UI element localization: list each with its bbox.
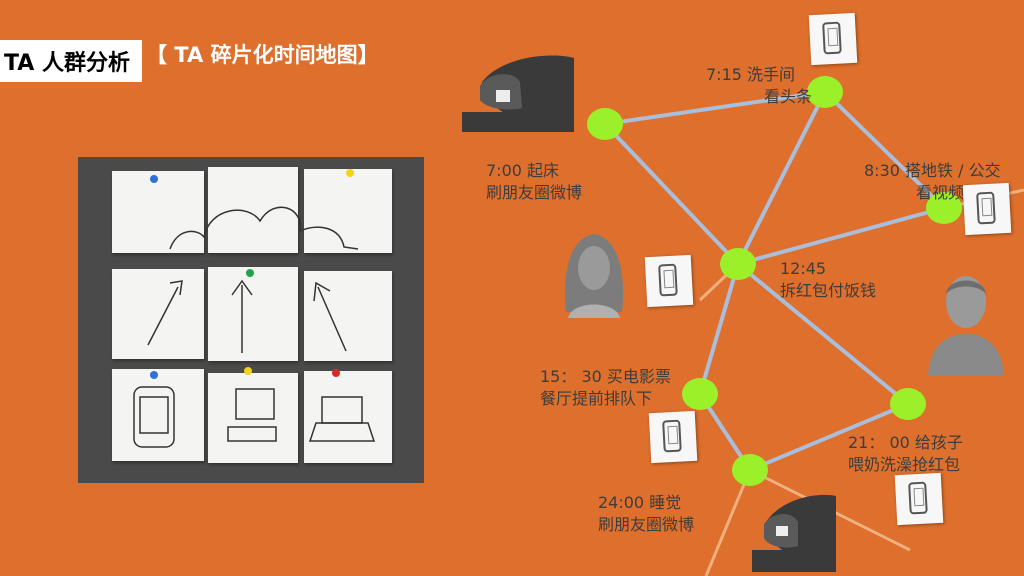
note-arrow-left (112, 269, 204, 359)
timeline-label-1245: 12:45 拆红包付饭钱 (780, 259, 877, 300)
note-cloud-left (112, 171, 204, 253)
man-avatar-icon (928, 276, 1004, 376)
phone-card (894, 472, 944, 526)
edge (749, 402, 909, 472)
pin-icon (346, 169, 354, 177)
desktop-sketch (235, 388, 275, 420)
note-cloud-middle (208, 167, 298, 253)
timeline-label-1530: 15： 30 买电影票 餐厅提前排队下 (540, 367, 671, 408)
note-arrow-right (304, 271, 392, 361)
edge (698, 263, 740, 395)
node-2400 (732, 454, 768, 486)
edge (604, 90, 826, 126)
node-0700 (587, 108, 623, 140)
phone-sketch (133, 386, 175, 448)
phone-icon (662, 419, 682, 453)
pin-icon (246, 269, 254, 277)
sleeping-person-icon (462, 55, 574, 132)
phone-icon (822, 21, 842, 55)
arrow-sketch-middle (231, 279, 253, 353)
phone-icon (908, 481, 928, 515)
timeline-label-0830: 8:30 搭地铁 / 公交 看视频 (864, 161, 1001, 202)
edge (736, 262, 910, 406)
pin-icon (150, 371, 158, 379)
note-phone (112, 369, 204, 461)
sleeping-person-icon (752, 494, 836, 572)
edge (737, 206, 945, 266)
note-laptop (304, 371, 392, 463)
note-cloud-right (304, 169, 392, 253)
node-1245 (720, 248, 756, 280)
node-0715 (807, 76, 843, 108)
pin-icon (244, 367, 252, 375)
pin-icon (332, 369, 340, 377)
sticky-notes-photo (78, 157, 424, 483)
timeline-label-2100: 21： 00 给孩子 喂奶洗澡抢红包 (848, 433, 963, 474)
phone-card (808, 12, 858, 66)
phone-card (644, 254, 694, 308)
timeline-label-2400: 24:00 睡觉 刷朋友圈微博 (598, 493, 695, 534)
arrow-sketch-left (147, 280, 183, 346)
woman-avatar-icon (564, 234, 624, 318)
arrow-sketch-right (313, 281, 347, 352)
timeline-label-0715: 7:15 洗手间 看头条 (706, 65, 813, 106)
cloud-sketch (169, 206, 359, 250)
edge (603, 122, 740, 266)
note-arrow-middle (208, 267, 298, 361)
note-desktop (208, 373, 298, 463)
node-1530 (682, 378, 718, 410)
phone-card (648, 410, 698, 464)
phone-icon (658, 263, 678, 297)
edge (736, 91, 827, 265)
sketch-drawings (133, 206, 376, 448)
timeline-label-0700: 7:00 起床 刷朋友圈微博 (486, 161, 583, 202)
pin-icon (150, 175, 158, 183)
page-title: 【 TA 碎片化时间地图】 (146, 43, 379, 67)
edge (823, 90, 946, 210)
ta-tag: TA 人群分析 (0, 40, 142, 82)
node-0830 (926, 192, 962, 224)
faint-edge (704, 469, 752, 576)
node-2100 (890, 388, 926, 420)
